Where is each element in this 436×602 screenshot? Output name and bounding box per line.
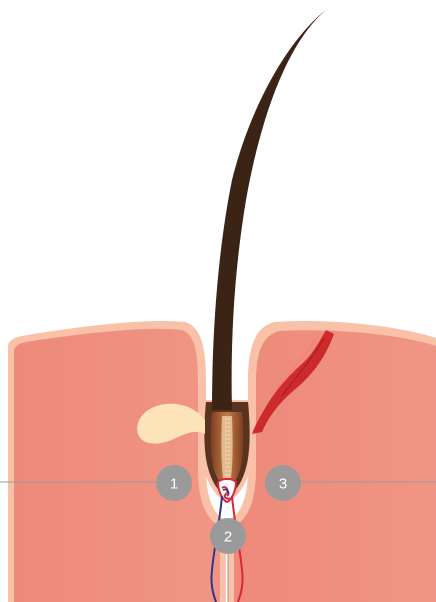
dermis-right <box>228 321 436 602</box>
dermis-left <box>8 321 226 602</box>
callout-1[interactable]: 1 <box>156 465 192 501</box>
callout-3-label: 3 <box>279 476 287 493</box>
callout-1-label: 1 <box>170 476 178 493</box>
callout-2-label: 2 <box>224 529 232 546</box>
callout-2[interactable]: 2 <box>210 518 246 554</box>
callout-3[interactable]: 3 <box>265 465 301 501</box>
dermal-papilla <box>218 479 236 502</box>
